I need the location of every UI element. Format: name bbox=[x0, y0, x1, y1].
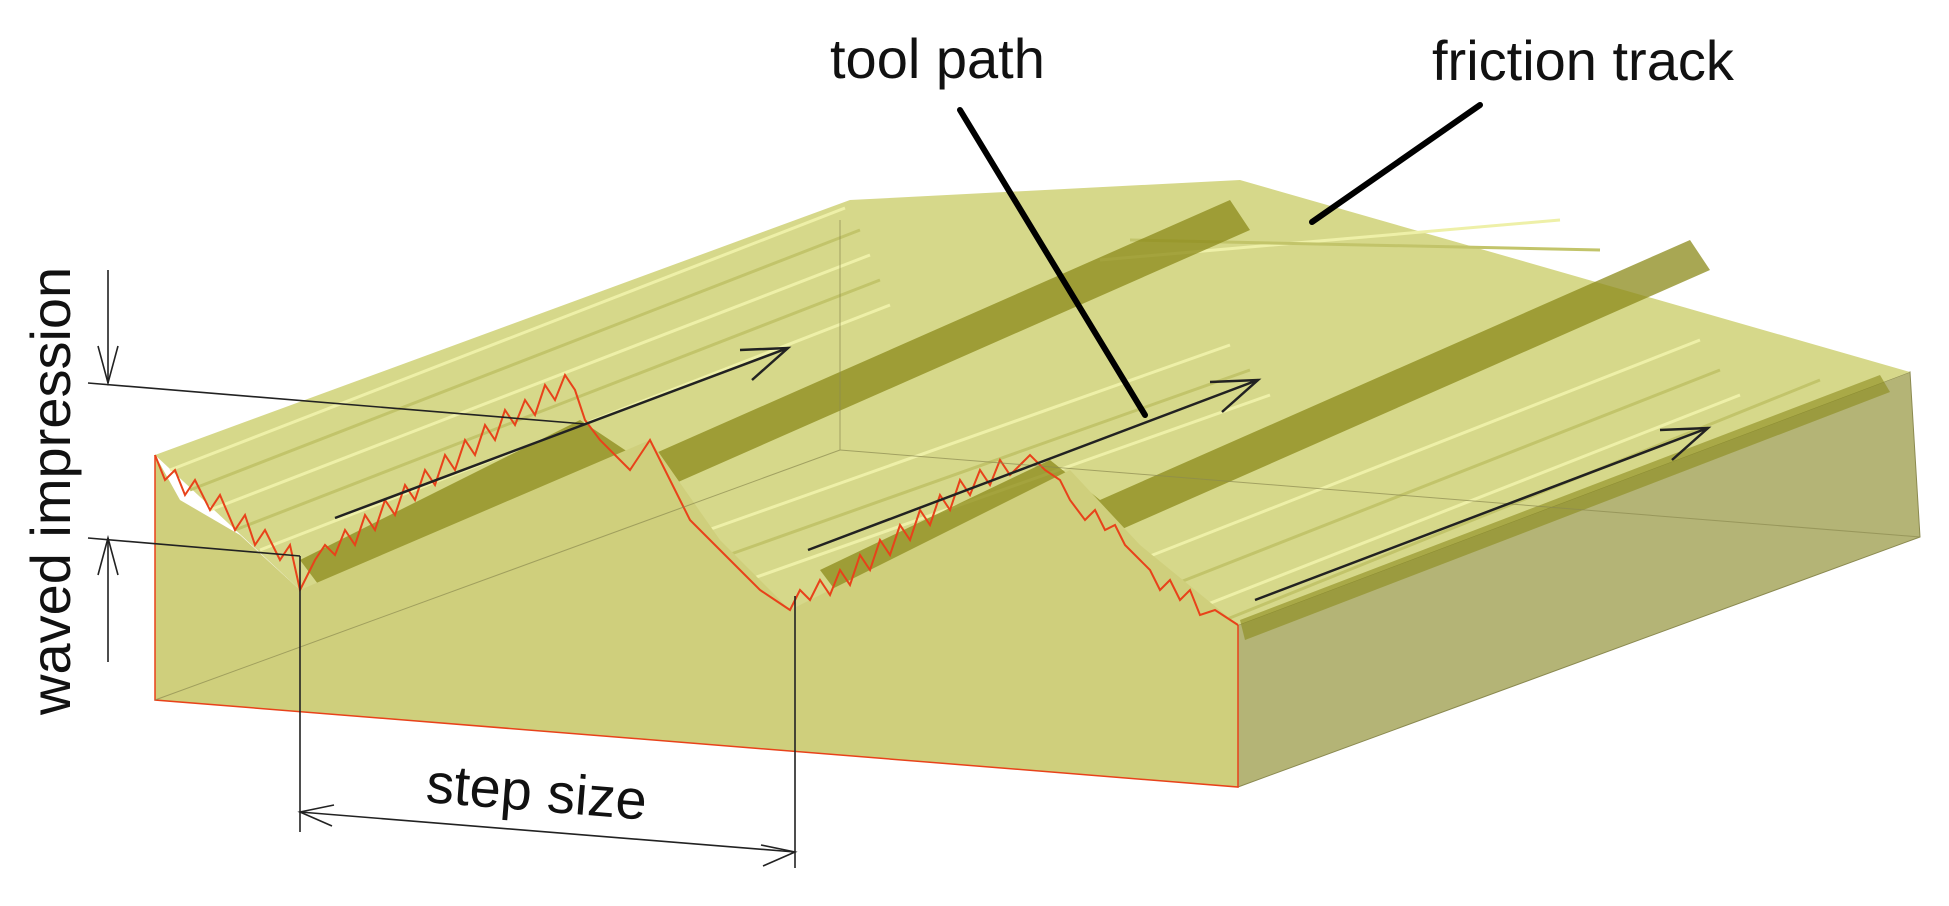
tool-path-label: tool path bbox=[830, 27, 1045, 90]
block-front-outline bbox=[154, 455, 1239, 788]
leader-lines bbox=[957, 102, 1483, 418]
step-size-label: step size bbox=[424, 751, 649, 832]
tool-path-arrow-3 bbox=[1254, 426, 1712, 602]
block-front-face bbox=[155, 440, 1238, 787]
waved-profile-edge bbox=[154, 372, 1239, 626]
tool-path-arrow-1 bbox=[334, 346, 792, 520]
tool-path-leader bbox=[957, 107, 1148, 418]
friction-track-leader bbox=[1309, 102, 1483, 225]
step-size-dimension bbox=[297, 556, 798, 868]
hidden-edges bbox=[154, 220, 1921, 701]
waved-impression-label: waved impression bbox=[19, 267, 82, 716]
friction-track-label: friction track bbox=[1432, 29, 1735, 92]
tool-path-arrows bbox=[334, 346, 1712, 602]
tool-track-groove-3 bbox=[1240, 375, 1890, 640]
waved-impression-dimension bbox=[87, 270, 586, 662]
tool-path-arrow-2 bbox=[807, 378, 1262, 552]
surface-ridges bbox=[169, 206, 1821, 632]
